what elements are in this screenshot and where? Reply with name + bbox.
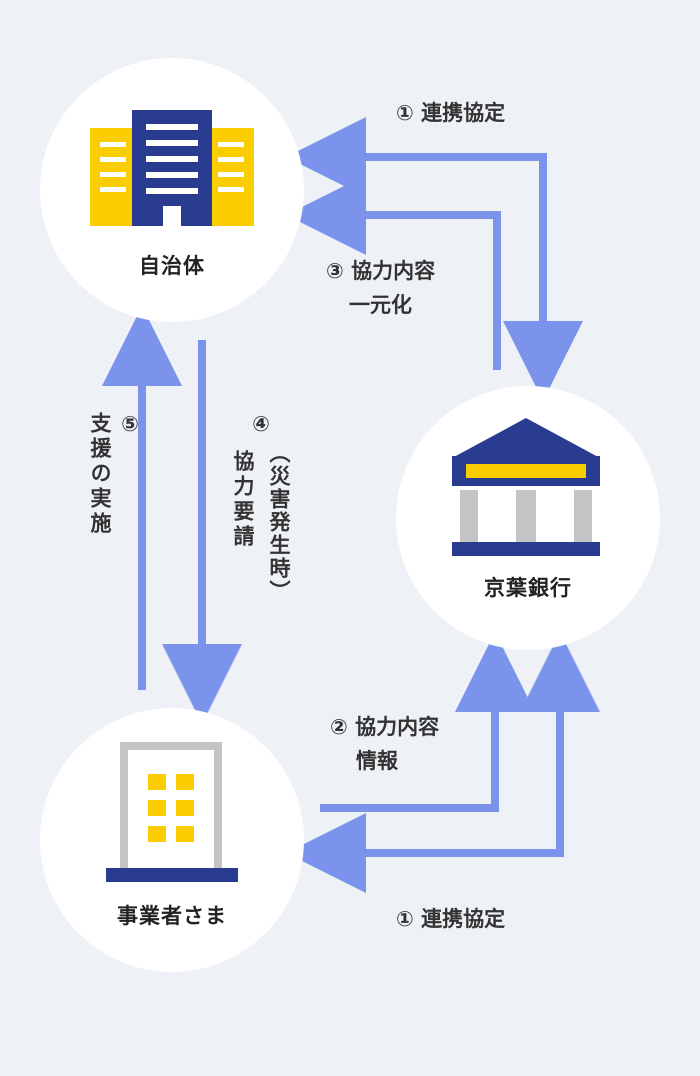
business-label: 事業者さま: [117, 904, 227, 928]
municipality-node: 自治体: [40, 58, 304, 322]
arrow-info-to-bank: [320, 632, 535, 812]
agreement-bottom-label: ① 連携協定: [396, 907, 506, 931]
request-paren: （災害発生時）: [267, 442, 291, 603]
bank-label: 京葉銀行: [484, 576, 572, 600]
request-number: ④: [249, 412, 273, 440]
government-building-icon: [90, 110, 254, 226]
arrow-unify-to-municipality: [286, 175, 501, 370]
request-text: 協力要請: [231, 450, 255, 550]
bank-icon: [452, 418, 600, 556]
support-label: ⑤ 支援の実施: [88, 412, 142, 537]
business-node: 事業者さま: [40, 708, 304, 972]
municipality-label: 自治体: [139, 254, 205, 278]
unify-label: ③ 協力内容 一元化: [326, 259, 436, 317]
request-label: ④ （災害発生時） 協力要請: [226, 412, 302, 642]
office-building-icon: [106, 742, 238, 882]
agreement-top-label: ① 連携協定: [396, 101, 506, 125]
bank-node: 京葉銀行: [396, 386, 660, 650]
info-label: ② 協力内容 情報: [330, 715, 440, 773]
